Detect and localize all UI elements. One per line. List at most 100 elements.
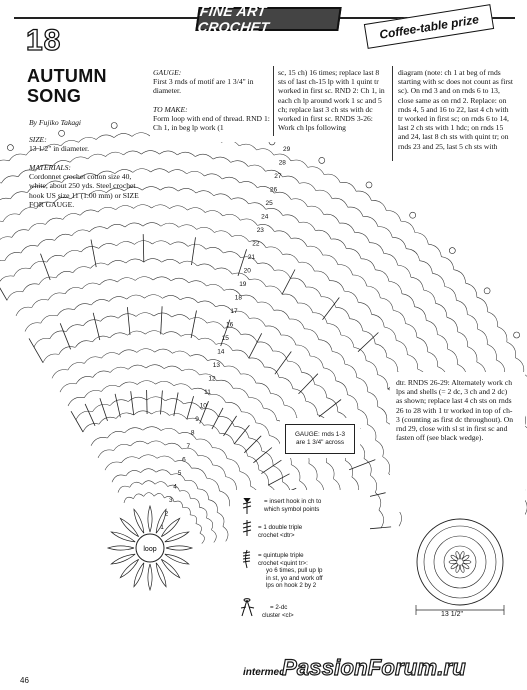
chain-loop <box>110 366 129 373</box>
chain-loop <box>145 364 165 369</box>
petal-loop <box>147 563 153 592</box>
chain-loop <box>282 214 300 223</box>
chain-loop <box>347 394 359 410</box>
chain-loop <box>90 262 109 269</box>
chain-loop <box>127 330 146 336</box>
column-divider <box>392 66 393 161</box>
chain-loop <box>371 314 385 328</box>
chain-loop <box>315 189 333 199</box>
chain-loop <box>69 156 88 163</box>
center-loop-label: loop <box>143 546 156 553</box>
round-number: 10 <box>200 402 208 409</box>
chain-loop <box>290 277 307 288</box>
chain-loop <box>73 303 92 310</box>
chain-loop <box>144 294 163 299</box>
chain-loop <box>159 150 178 156</box>
chain-loop <box>257 224 275 232</box>
chain-loop <box>89 226 108 232</box>
chain-loop <box>197 488 209 500</box>
round-number: 11 <box>204 389 211 396</box>
chain-loop <box>53 196 72 204</box>
chain-loop <box>170 473 186 481</box>
chain-loop <box>447 348 458 365</box>
chain-loop <box>13 267 31 277</box>
chain-loop <box>400 220 416 233</box>
center-loop <box>135 533 165 563</box>
chain-loop <box>44 180 62 188</box>
chain-loop <box>467 346 478 363</box>
picot <box>448 247 456 254</box>
chain-loop <box>128 396 147 402</box>
chain-loop <box>249 317 266 327</box>
petal-loop <box>155 508 167 534</box>
chain-loop <box>160 222 179 228</box>
chain-loop <box>247 455 260 470</box>
chain-loop <box>255 422 270 436</box>
chain-loop <box>49 330 67 339</box>
chain-loop <box>0 159 10 162</box>
chain-loop <box>129 481 143 488</box>
chain-loop <box>167 484 180 492</box>
chain-loop <box>79 173 98 179</box>
tall-stitch <box>190 310 197 339</box>
chain-loop <box>382 456 390 474</box>
chain-loop <box>188 280 207 287</box>
mini-petal <box>462 554 470 561</box>
chain-loop <box>386 210 402 222</box>
chain-loop <box>92 404 111 412</box>
dtr-symbol-icon <box>242 520 252 536</box>
chain-loop <box>61 176 80 183</box>
round-number: 24 <box>261 213 269 220</box>
chain-loop <box>437 334 448 350</box>
chain-loop <box>19 207 37 215</box>
round-number: 12 <box>208 375 216 382</box>
chain-loop <box>375 492 382 511</box>
chain-loop <box>205 210 224 217</box>
chain-loop <box>67 397 85 407</box>
chain-loop <box>299 221 316 231</box>
picot <box>110 122 118 129</box>
round-number: 29 <box>283 146 291 153</box>
chain-loop <box>177 151 196 157</box>
chain-loop <box>240 294 258 303</box>
chain-loop <box>17 169 36 177</box>
chain-loop <box>15 306 32 317</box>
chain-loop <box>265 208 283 216</box>
chain-loop <box>426 320 438 335</box>
chain-loop <box>366 360 378 375</box>
chain-loop <box>371 200 387 211</box>
chain-loop <box>524 425 527 429</box>
chain-loop <box>383 253 398 266</box>
chain-loop <box>140 468 157 473</box>
mini-petal <box>450 554 458 561</box>
pattern-number: 18 <box>25 23 62 57</box>
chain-loop <box>441 256 455 270</box>
chain-loop <box>88 190 107 196</box>
tall-stitch <box>186 395 194 420</box>
chain-loop <box>143 492 155 497</box>
chain-loop <box>118 349 137 355</box>
legend-symbols <box>240 498 255 617</box>
picot <box>409 211 417 219</box>
chain-loop <box>197 300 216 307</box>
chain-loop <box>131 132 151 137</box>
chain-loop <box>324 173 341 183</box>
tall-stitch <box>160 306 163 335</box>
size-text: 13 1/2" in diameter. <box>29 144 90 154</box>
chain-loop <box>410 276 424 291</box>
chain-loop <box>239 471 251 487</box>
chain-loop <box>423 289 436 304</box>
chain-loop <box>56 308 75 317</box>
chain-loop <box>204 173 223 180</box>
chain-loop <box>270 393 285 406</box>
chain-loop <box>170 277 189 283</box>
legend-text: in st, yo and work off <box>266 574 323 582</box>
tall-stitch <box>253 447 273 464</box>
chain-loop <box>22 283 40 292</box>
chain-loop <box>274 269 291 279</box>
chain-loop <box>240 218 258 226</box>
legend-quint-tr: = quintuple triple crochet <quint tr>: y… <box>258 552 323 590</box>
chain-loop <box>125 470 141 477</box>
chain-loop <box>249 240 267 248</box>
chain-loop <box>264 366 280 378</box>
